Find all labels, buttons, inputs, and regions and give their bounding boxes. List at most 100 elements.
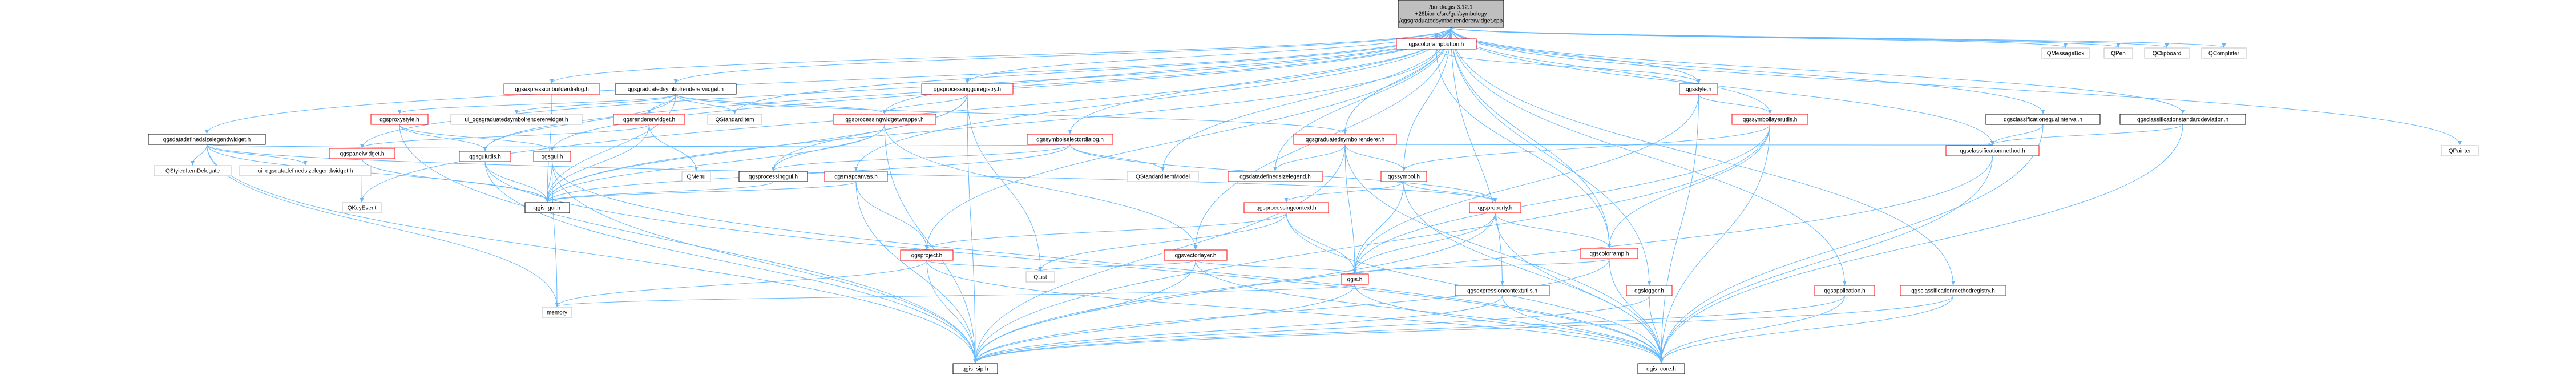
- edge-qgis_h-to-memory: [555, 284, 1355, 307]
- edge-root-to-qgsprocessingguiregistry_h: [965, 27, 1451, 84]
- edge-qgsproperty_h-to-qgis_core_h: [1495, 212, 1664, 364]
- edge-qgsmapcanvas_h-to-qgis_gui_h: [545, 181, 857, 203]
- node-qgis-h[interactable]: qgis.h: [1341, 273, 1369, 285]
- node-label: QCompleter: [2208, 51, 2240, 57]
- node-qgsclassificationmethod-h[interactable]: qgsclassificationmethod.h: [1945, 145, 2040, 156]
- edge-qgsexpressionbuilderdialog_h-to-qgis_gui_h: [545, 94, 552, 203]
- edge-qgsgraduatedsymbolrendererwidget_h-to-ui_qgsgraduatedsymbolrendererwidget_h: [514, 94, 676, 114]
- node-label: qgsvectorlayer.h: [1175, 253, 1217, 259]
- node-box: [921, 83, 1014, 95]
- node-qgsclassificationmethodregistry-h[interactable]: qgsclassificationmethodregistry.h: [1900, 285, 2006, 296]
- edge-qgscolorrampbutton_h-to-qgis_gui_h: [545, 49, 1437, 203]
- edge-root-to-qgsdatadefinedsizelegendwidget_h: [205, 27, 1451, 134]
- node-qgsproxystyle-h[interactable]: qgsproxystyle.h: [370, 114, 429, 125]
- node-qgsrendererwidget-h[interactable]: qgsrendererwidget.h: [613, 114, 685, 125]
- node-box: [2201, 47, 2247, 59]
- node-qgsvectorlayer-h[interactable]: qgsvectorlayer.h: [1164, 249, 1228, 261]
- edge-root-to-qgslogger_h: [1451, 27, 1652, 285]
- node-box: [1985, 114, 2101, 125]
- edge-qgsprocessingguiregistry_h-to-qgsprocessingwidgetwrapper_h: [882, 94, 968, 114]
- edge-qgsdatadefinedsizelegendwidget_h-to-ui_qgsdatadefinedsizelegendwidget_h: [207, 144, 308, 166]
- edge-root-to-qgsgraduatedsymbolrendererwidget_h: [673, 27, 1451, 84]
- node-qgsproject-h[interactable]: qgsproject.h: [900, 249, 954, 261]
- node-box: [2119, 114, 2246, 125]
- node-label: QKeyEvent: [348, 205, 377, 212]
- node-qgsprocessingguiregistry-h[interactable]: qgsprocessingguiregistry.h: [921, 83, 1014, 95]
- edge-qgsclassificationmethod_h-to-qgis_sip_h: [973, 155, 1993, 364]
- node-qgsmapcanvas-h[interactable]: qgsmapcanvas.h: [824, 171, 888, 182]
- node-qgsexpressionbuilderdialog-h[interactable]: qgsexpressionbuilderdialog.h: [503, 83, 600, 95]
- edge-qgsprocessingwidgetwrapper_h-to-qgsprocessinggui_h: [771, 124, 885, 171]
- edge-qgsguiutils_h-to-qgis_gui_h: [484, 161, 550, 203]
- node-box: [1164, 249, 1228, 261]
- node-qgscolorramp-h[interactable]: qgscolorramp.h: [1580, 248, 1638, 259]
- node-qgssymbolselectordialog-h[interactable]: qgssymbolselectordialog.h: [1027, 134, 1113, 145]
- node-box: [1293, 134, 1397, 145]
- node-box: [148, 134, 266, 145]
- node-qgsgui-h[interactable]: qgsgui.h: [533, 151, 571, 162]
- node-QMenu: QMenu: [681, 171, 711, 182]
- node-box: [239, 165, 372, 176]
- node-box: [370, 114, 429, 125]
- node-qgssymbol-h[interactable]: qgssymbol.h: [1380, 171, 1427, 182]
- edge-qgsdatadefinedsizelegendwidget_h-to-qgis_sip_h: [207, 144, 978, 364]
- edge-qgsstyle_h-to-qgis_h: [1352, 94, 1699, 274]
- edge-qgssymbolselectordialog_h-to-qgsprocessinggui_h: [771, 144, 1071, 171]
- edge-qgsprocessingwidgetwrapper_h-to-qgis_gui_h: [545, 124, 885, 203]
- edge-qgsproject_h-to-qgis_sip_h: [926, 260, 978, 364]
- node-box: [613, 114, 685, 125]
- edge-qgsclassificationmethodregistry_h-to-qgis_sip_h: [973, 295, 1953, 364]
- node-box: [524, 202, 570, 213]
- node-label: qgscolorramp.h: [1590, 251, 1629, 257]
- node-label: ui_qgsdatadefinedsizelegendwidget.h: [258, 168, 353, 175]
- edge-qgsvectorlayer_h-to-qgis_sip_h: [973, 260, 1196, 364]
- node-box: [1469, 202, 1521, 213]
- node-box: [1731, 114, 1808, 125]
- edge-qgsstyle_h-to-qgis_core_h: [1659, 94, 1699, 364]
- edge-qgscolorramp_h-to-qgis_h: [1352, 258, 1610, 274]
- edge-qgsclassificationmethod_h-to-qgis_core_h: [1659, 155, 1993, 364]
- node-QKeyEvent: QKeyEvent: [342, 202, 382, 213]
- edge-qgsexpressioncontextutils_h-to-qgis_sip_h: [973, 295, 1503, 364]
- node-box: [1398, 0, 1504, 28]
- node-label: qgsexpressionbuilderdialog.h: [515, 87, 589, 93]
- node-qgsstyle-h[interactable]: qgsstyle.h: [1679, 83, 1718, 95]
- node-box: [1243, 202, 1329, 213]
- node-qgssymbollayerutils-h[interactable]: qgssymbollayerutils.h: [1731, 114, 1808, 125]
- node-box: [1127, 171, 1199, 182]
- edges-layer: [191, 27, 2462, 364]
- edge-qgsvectorlayer_h-to-qgis_h: [1195, 260, 1357, 274]
- edge-qgsclassificationstandarddeviation_h-to-qgsclassificationmethod_h: [1990, 124, 2183, 146]
- edge-qgis_h-to-qgis_core_h: [1354, 284, 1664, 364]
- node-qgsexpressioncontextutils-h[interactable]: qgsexpressioncontextutils.h: [1455, 285, 1550, 296]
- edge-qgsgraduatedsymbolrendererwidget_h-to-qgsproxystyle_h: [397, 94, 676, 114]
- node-qgsapplication-h[interactable]: qgsapplication.h: [1814, 285, 1875, 296]
- edge-root-to-qgsclassificationequalinterval_h: [1451, 27, 2045, 114]
- node-qgspanelwidget-h[interactable]: qgspanelwidget.h: [329, 148, 395, 159]
- node-QStyledItemDelegate: QStyledItemDelegate: [154, 165, 232, 176]
- node-qgsgraduatedsymbolrenderer-h[interactable]: qgsgraduatedsymbolrenderer.h: [1293, 134, 1397, 145]
- node-box: [707, 114, 762, 125]
- node-qgsproperty-h[interactable]: qgsproperty.h: [1469, 202, 1521, 213]
- node-box: [503, 83, 600, 95]
- edge-qgsgraduatedsymbolrenderer_h-to-qgis_sip_h: [973, 144, 1346, 364]
- node-label: QStyledItemDelegate: [165, 168, 220, 175]
- edge-qgssymbollayerutils_h-to-qgis_core_h: [1659, 124, 1770, 364]
- node-box: [450, 114, 583, 125]
- edge-qgsprocessingwidgetwrapper_h-to-qgsvectorlayer_h: [884, 124, 1198, 250]
- node-qgsprocessingwidgetwrapper-h[interactable]: qgsprocessingwidgetwrapper.h: [833, 114, 936, 125]
- edge-qgscolorrampbutton_h-to-qgscolorramp_h: [1436, 49, 1612, 248]
- node-qgscolorrampbutton-h[interactable]: qgscolorrampbutton.h: [1396, 38, 1477, 50]
- node-qgsguiutils-h[interactable]: qgsguiutils.h: [459, 151, 511, 162]
- edge-root-to-qgssymbol_h: [1402, 27, 1451, 171]
- node-qgsdatadefinedsizelegend-h[interactable]: qgsdatadefinedsizelegend.h: [1228, 171, 1323, 182]
- node-label: QClipboard: [2153, 51, 2182, 57]
- edge-qgsapplication_h-to-qgis_sip_h: [973, 295, 1845, 364]
- edge-root-to-QCompleter: [1451, 27, 2226, 48]
- node-label: QStandardItemModel: [1136, 174, 1190, 180]
- node-qgslogger-h[interactable]: qgslogger.h: [1626, 285, 1673, 296]
- edge-qgsproject_h-to-QList: [926, 260, 1043, 272]
- node-label: qgsclassificationmethod.h: [1960, 148, 2025, 155]
- node-label: qgssymbolselectordialog.h: [1036, 137, 1104, 143]
- node-qgsprocessingcontext-h[interactable]: qgsprocessingcontext.h: [1243, 202, 1329, 213]
